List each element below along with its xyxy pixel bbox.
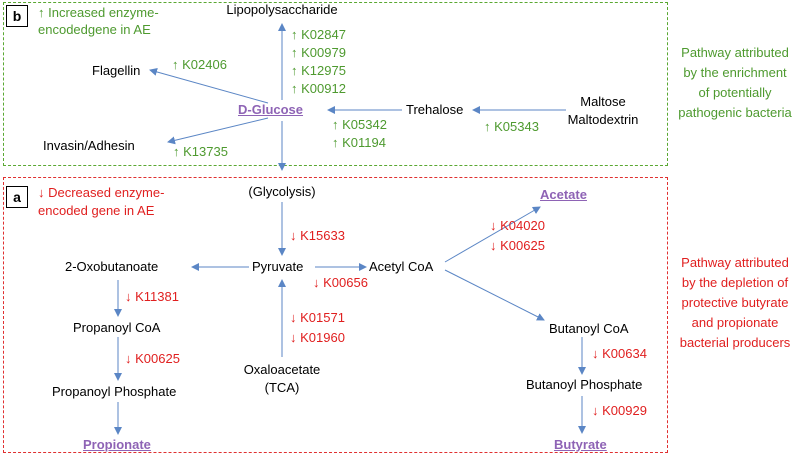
panel-a-box (3, 177, 668, 453)
enzymes-trehalose: ↑ K05342 ↑ K01194 (332, 116, 387, 152)
panel-a-side-note-line5: bacterial producers (679, 335, 791, 350)
enzyme-k15633: ↓ K15633 (290, 228, 345, 243)
enzyme-k05343: ↑ K05343 (484, 119, 539, 134)
panel-a-side-note-line1: Pathway attributed (681, 255, 789, 270)
node-maltose-maltodextrin: Maltose Maltodextrin (565, 93, 641, 129)
node-glycolysis: (Glycolysis) (248, 184, 316, 199)
panel-a-side-note-line2: by the depletion of (681, 275, 789, 290)
enzyme-k00929: ↓ K00929 (592, 403, 647, 418)
enzyme-k00656: ↓ K00656 (313, 275, 368, 290)
enzyme-k05342: ↑ K05342 (332, 117, 387, 132)
arrow-acetylcoa-to-acetate (444, 206, 541, 263)
panel-b-box (3, 2, 668, 166)
node-flagellin: Flagellin (92, 63, 141, 78)
panel-b-side-note: Pathway attributed by the enrichment of … (672, 43, 798, 123)
node-maltodextrin: Maltodextrin (567, 112, 639, 127)
node-lipopolysaccharide: Lipopolysaccharide (226, 2, 338, 17)
enzyme-k00634: ↓ K00634 (592, 346, 647, 361)
node-maltose: Maltose (580, 94, 626, 109)
enzyme-k00625-acetate: ↓ K00625 (490, 238, 545, 253)
enzyme-k04020: ↓ K04020 (490, 218, 545, 233)
enzyme-k01194: ↑ K01194 (332, 135, 386, 150)
node-trehalose: Trehalose (406, 102, 464, 117)
panel-b-label: b (6, 5, 28, 27)
node-pyruvate: Pyruvate (252, 259, 304, 274)
arrow-glucose-to-flagellin (149, 68, 269, 104)
node-d-glucose: D-Glucose (238, 102, 304, 117)
panel-b-side-note-line2: by the enrichment (683, 65, 787, 80)
panel-b-side-note-line4: pathogenic bacteria (678, 105, 792, 120)
enzyme-k02847: ↑ K02847 (291, 27, 346, 42)
enzyme-k00912: ↑ K00912 (291, 81, 346, 96)
enzyme-k00979: ↑ K00979 (291, 45, 346, 60)
panel-b-legend: ↑ Increased enzyme- encodedgene in AE (38, 4, 159, 38)
panel-b-legend-line2: encodedgene in AE (38, 22, 151, 37)
panel-a-legend: ↓ Decreased enzyme- encoded gene in AE (38, 184, 164, 220)
enzymes-oxaloacetate: ↓ K01571 ↓ K01960 (290, 308, 345, 348)
enzyme-k12975: ↑ K12975 (291, 63, 346, 78)
node-oxaloacetate-label: Oxaloacetate (243, 362, 321, 377)
panel-a-label: a (6, 186, 28, 208)
node-propanoyl-coa: Propanoyl CoA (73, 320, 161, 335)
enzyme-k01571: ↓ K01571 (290, 310, 345, 325)
enzyme-k13735: ↑ K13735 (173, 144, 228, 159)
enzyme-k02406: ↑ K02406 (172, 57, 227, 72)
arrow-acetylcoa-to-butanoylcoa (444, 269, 545, 321)
panel-a-side-note-line3: protective butyrate (681, 295, 789, 310)
node-acetyl-coa: Acetyl CoA (369, 259, 434, 274)
enzyme-k11381: ↓ K11381 (125, 289, 179, 304)
node-2-oxobutanoate: 2-Oxobutanoate (65, 259, 159, 274)
node-invasin-adhesin: Invasin/Adhesin (43, 138, 135, 153)
panel-b-side-note-line1: Pathway attributed (681, 45, 789, 60)
panel-a-side-note-line4: and propionate (691, 315, 779, 330)
node-acetate: Acetate (540, 187, 587, 202)
panel-a-legend-line2: encoded gene in AE (38, 203, 155, 218)
node-tca-label: (TCA) (264, 380, 300, 395)
enzymes-lps: ↑ K02847 ↑ K00979 ↑ K12975 ↑ K00912 (291, 26, 346, 98)
node-butanoyl-coa: Butanoyl CoA (549, 321, 629, 336)
panel-b-legend-line1: ↑ Increased enzyme- (38, 5, 159, 20)
panel-a-side-note: Pathway attributed by the depletion of p… (672, 253, 798, 353)
enzyme-k01960: ↓ K01960 (290, 330, 345, 345)
panel-a-legend-line1: ↓ Decreased enzyme- (38, 185, 165, 200)
enzymes-acetate: ↓ K04020 ↓ K00625 (490, 216, 545, 256)
enzyme-k00625-propanoyl: ↓ K00625 (125, 351, 180, 366)
node-propanoyl-phosphate: Propanoyl Phosphate (52, 384, 177, 399)
node-butyrate: Butyrate (554, 437, 607, 452)
arrow-glucose-to-invasin (167, 117, 269, 145)
panel-b-side-note-line3: of potentially (698, 85, 772, 100)
node-oxaloacetate: Oxaloacetate (TCA) (232, 361, 332, 397)
node-propionate: Propionate (83, 437, 151, 452)
node-butanoyl-phosphate: Butanoyl Phosphate (526, 377, 643, 392)
